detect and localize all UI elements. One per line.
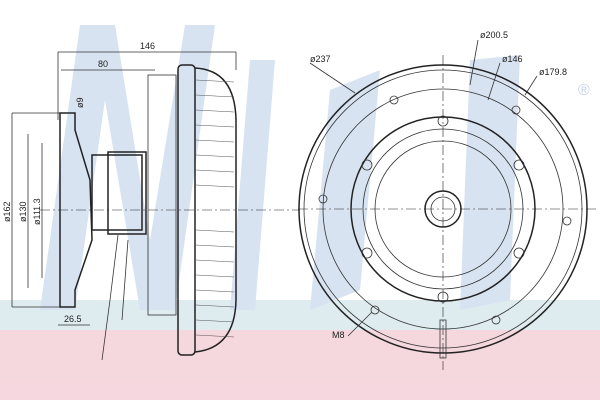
dim-162-label: ø162 — [2, 201, 12, 222]
dim-237-label: ø237 — [310, 54, 331, 64]
registered-mark: ® — [578, 82, 590, 99]
dim-146-front-label: ø146 — [502, 54, 523, 64]
watermark-blue-band — [0, 300, 600, 330]
watermark-pink-band — [0, 330, 600, 400]
dim-130-label: ø130 — [18, 201, 28, 222]
thread-m8-label: M8 — [332, 330, 345, 340]
dim-179-8-label: ø179.8 — [539, 67, 567, 77]
dim-80-label: 80 — [98, 59, 108, 69]
dim-26-5-label: 26.5 — [64, 314, 82, 324]
side-view: 146 80 ø9 ø162 ø130 ø111.3 26.5 — [2, 41, 300, 361]
dim-200-5-label: ø200.5 — [480, 30, 508, 40]
front-view: ø237 ø200.5 ø146 ø179.8 M8 — [298, 30, 598, 370]
dim-bolt-hole-label: ø9 — [75, 97, 85, 108]
dim-111-label: ø111.3 — [32, 198, 42, 225]
dim-146-label: 146 — [140, 41, 155, 51]
